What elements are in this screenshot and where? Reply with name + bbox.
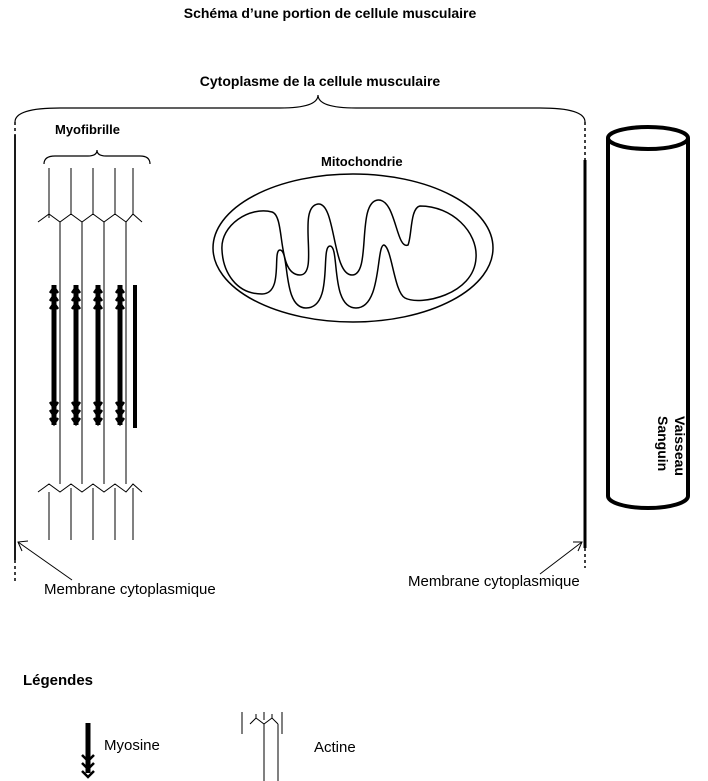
- diagram-title: Schéma d’une portion de cellule musculai…: [183, 5, 477, 21]
- legend-myosin-glyph: [81, 723, 95, 779]
- myosin-filaments: [48, 284, 137, 428]
- membrane-left-label: Membrane cytoplasmique: [44, 581, 216, 598]
- myofibril-label: Myofibrille: [55, 122, 121, 137]
- arrow-left-membrane: [17, 540, 73, 581]
- membrane-right-label: Membrane cytoplasmique: [408, 573, 580, 590]
- cytoplasm-brace: [14, 94, 586, 123]
- blood-vessel-label-line1: Vaisseau: [672, 416, 688, 476]
- legend-actin-label: Actine: [314, 739, 356, 756]
- mitochondria-label: Mitochondrie: [321, 154, 403, 169]
- legend-myosin-label: Myosine: [104, 737, 160, 754]
- myofibril: [37, 168, 143, 540]
- blood-vessel: [606, 125, 690, 510]
- legend-actin-glyph: [241, 712, 283, 781]
- arrow-right-membrane: [539, 541, 583, 575]
- legend-title: Légendes: [23, 672, 94, 689]
- mitochondria: [212, 173, 494, 323]
- blood-vessel-label-line2: Sanguin: [655, 416, 671, 472]
- myofibril-brace: [43, 149, 151, 165]
- cytoplasm-label: Cytoplasme de la cellule musculaire: [199, 73, 441, 89]
